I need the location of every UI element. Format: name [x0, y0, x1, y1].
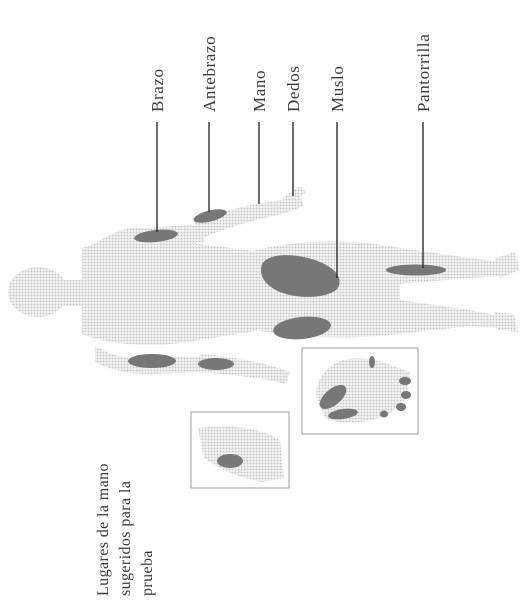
torso	[82, 238, 262, 345]
inset-hand-back	[190, 411, 290, 489]
foot-bottom	[494, 312, 518, 332]
test-sites	[128, 209, 446, 370]
note-line-3: prueba	[139, 550, 156, 596]
note-group: Lugares de la mano sugeridos para la pru…	[95, 463, 156, 596]
back-shape	[198, 426, 284, 482]
label-brazo: Brazo	[148, 68, 167, 112]
finger-site-3	[396, 403, 406, 411]
palm-shape	[316, 358, 410, 423]
finger-site-1	[399, 377, 411, 385]
note-line-2: sugeridos para la	[117, 481, 134, 596]
label-mano: Mano	[250, 70, 269, 112]
inset-box-back	[190, 411, 290, 489]
site-labels: Brazo Antebrazo Mano Dedos Muslo Pantorr…	[148, 34, 433, 112]
label-muslo: Muslo	[328, 66, 347, 112]
forearm-top	[195, 196, 304, 240]
body-silhouette	[8, 186, 520, 384]
finger-site-thumb	[369, 356, 375, 368]
inset-hand-palm	[301, 347, 419, 435]
site-thigh-bottom	[273, 316, 331, 340]
label-pantorrilla: Pantorrilla	[414, 34, 433, 112]
site-pantorrilla	[386, 264, 446, 276]
inset-box-palm	[301, 347, 419, 435]
finger-site-2	[401, 391, 411, 399]
leader-lines	[156, 122, 424, 278]
palm-site-lower	[328, 408, 358, 420]
back-site	[217, 454, 243, 468]
fingers-top	[282, 186, 306, 204]
head	[8, 267, 68, 317]
label-dedos: Dedos	[284, 66, 303, 112]
site-muslo	[260, 255, 340, 297]
site-upper-arm-bottom	[128, 354, 176, 368]
site-brazo	[134, 229, 178, 243]
foot-top	[495, 252, 520, 278]
label-antebrazo: Antebrazo	[200, 36, 219, 112]
finger-site-4	[380, 410, 388, 418]
site-forearm-bottom	[198, 358, 234, 370]
palm-site-thenar	[319, 385, 347, 409]
site-antebrazo	[193, 209, 227, 223]
neck	[60, 280, 86, 306]
note-line-1: Lugares de la mano	[95, 463, 112, 596]
